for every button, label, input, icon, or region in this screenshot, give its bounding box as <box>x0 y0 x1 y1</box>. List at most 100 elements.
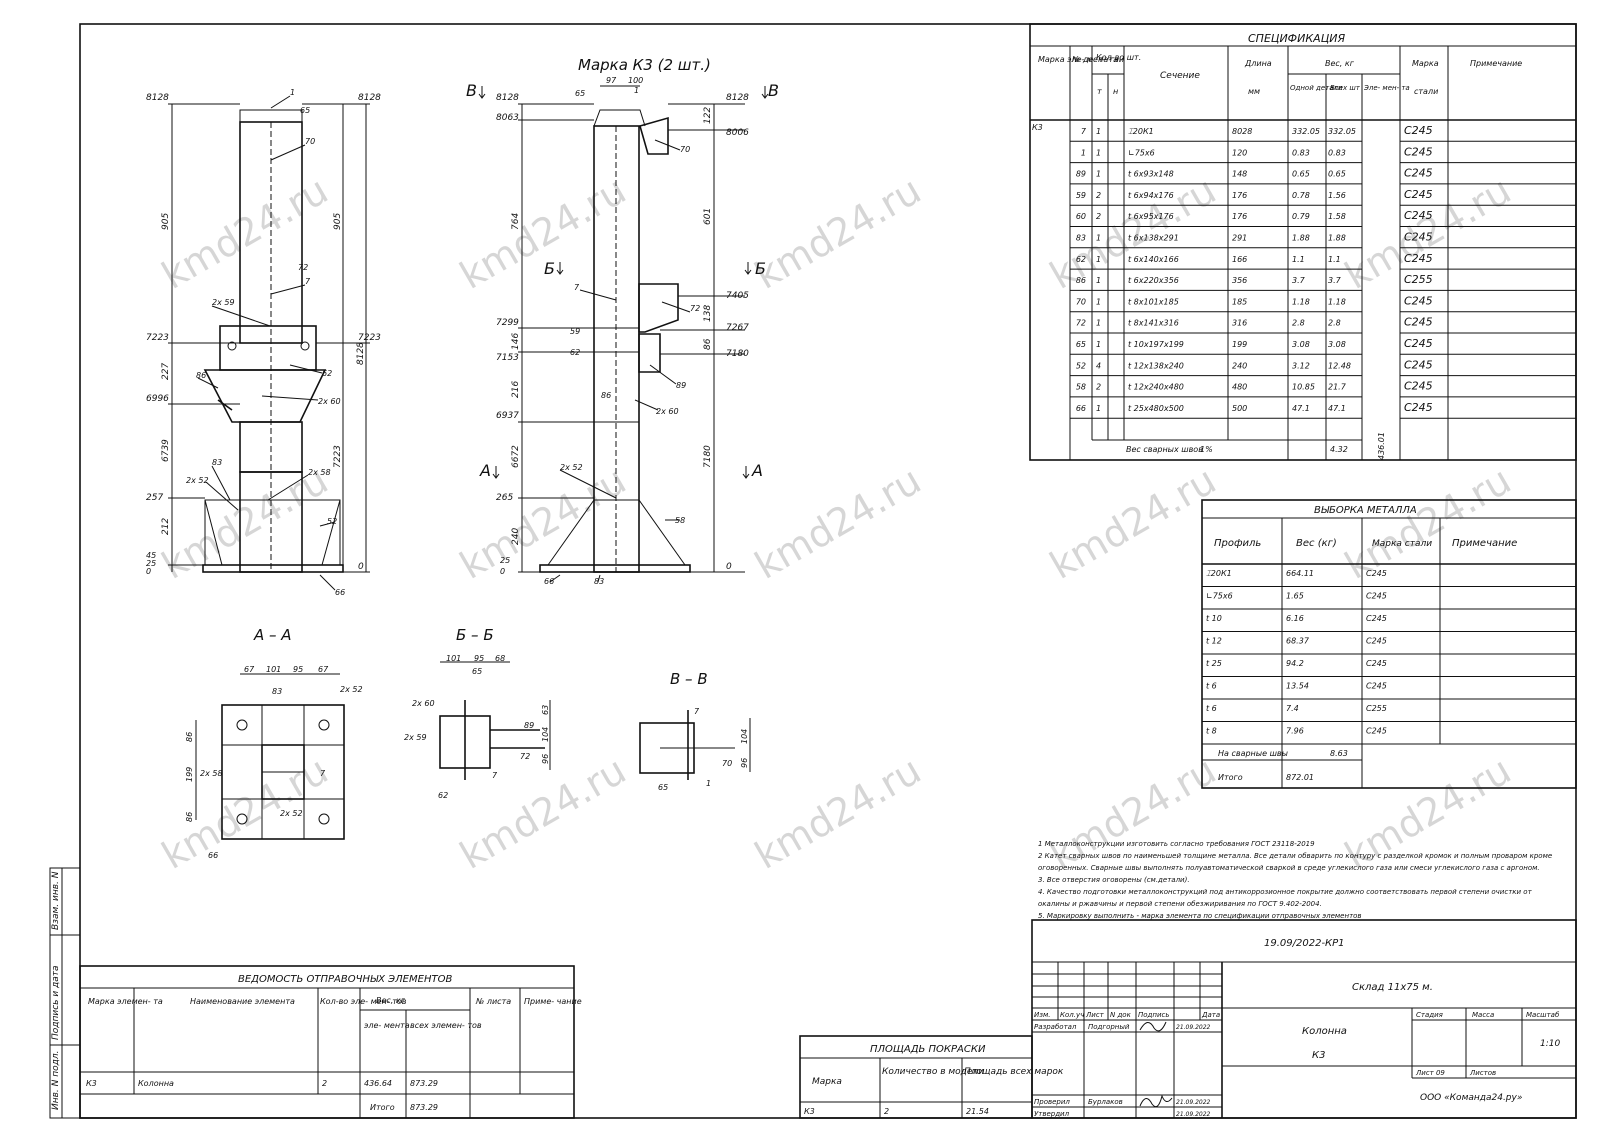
dim-label: 104 <box>740 729 749 744</box>
spec-cell-length: 480 <box>1232 383 1247 392</box>
metal-cell-profile: t 6 <box>1206 704 1217 713</box>
elev-label: 257 <box>146 493 163 503</box>
paint-row-count: 2 <box>884 1107 889 1116</box>
dim-label: 67 <box>244 665 255 674</box>
shipping-total-label: Итого <box>370 1103 395 1112</box>
title-block: 19.09/2022-КР1 Склад 11х75 м. Колонна К3… <box>1031 919 1577 1119</box>
spec-cell-all: 1.58 <box>1328 212 1346 221</box>
part-mark: 66 <box>335 588 345 597</box>
part-mark: 83 <box>212 458 222 467</box>
part-mark: 2x 52 <box>340 685 363 694</box>
title-grid <box>1032 962 1222 1118</box>
tb-col: Лист <box>1085 1011 1105 1019</box>
spec-cell-one: 1.1 <box>1292 255 1305 264</box>
shipping-row-all: 873.29 <box>410 1079 438 1088</box>
specification-table: СПЕЦИФИКАЦИЯ Марка эле- мен- та № де- та… <box>1029 23 1577 461</box>
part-mark: 2x 52 <box>186 476 209 485</box>
part-mark: 52 <box>327 517 337 526</box>
spec-cell-section: t 8x101x185 <box>1128 297 1179 306</box>
spec-header-mark: Марка эле- мен- та <box>1038 55 1118 64</box>
spec-cell-steel: С245 <box>1404 145 1433 158</box>
spec-cell-qty: 1 <box>1096 234 1101 243</box>
spec-weld-label: Вес сварных швов <box>1126 445 1203 454</box>
part-mark: 7 <box>305 277 311 286</box>
metal-cell-steel: С245 <box>1366 659 1387 668</box>
spec-cell-qty: 1 <box>1096 297 1101 306</box>
part-mark: 2x 58 <box>200 769 223 778</box>
spec-cell-steel: С245 <box>1404 294 1433 307</box>
watermark: kmd24.ru <box>748 748 929 878</box>
metal-total-label: Итого <box>1218 773 1243 782</box>
part-mark: 62 <box>570 348 580 357</box>
section-cut-label: Б <box>544 259 555 278</box>
signature-developed <box>1139 1021 1167 1032</box>
spec-cell-qty: 1 <box>1096 170 1101 179</box>
side-stamp: Взам. инв. N Подпись и дата Инв. N подл. <box>49 867 81 1119</box>
spec-header-note: Примечание <box>1470 59 1522 68</box>
spec-cell-length: 240 <box>1232 361 1247 370</box>
spec-header-steel2: стали <box>1414 87 1438 96</box>
spec-cell-no: 86 <box>1076 276 1086 285</box>
spec-cell-all: 2.8 <box>1328 319 1341 328</box>
part-mark-label: К3 <box>1312 1050 1325 1061</box>
elev-label: 0 <box>726 562 732 572</box>
metal-total-value: 872.01 <box>1286 773 1314 782</box>
spec-cell-qty: 1 <box>1096 319 1101 328</box>
elev-label: 8128 <box>726 93 749 103</box>
part-mark: 70 <box>722 759 732 768</box>
elev-label: 7267 <box>726 323 749 333</box>
spec-cell-steel: С245 <box>1404 252 1433 265</box>
part-mark: 65 <box>472 667 482 676</box>
spec-element-total: 436.01 <box>1377 432 1386 460</box>
stamp-original: Инв. N подл. <box>51 1051 61 1110</box>
elev-label: 25 <box>146 559 156 568</box>
metal-cell-weight: 1.65 <box>1286 592 1304 601</box>
project-name: Склад 11х75 м. <box>1352 982 1433 993</box>
spec-cell-steel: С245 <box>1404 124 1433 137</box>
spec-weld-value: 4.32 <box>1330 445 1348 454</box>
spec-cell-one: 0.83 <box>1292 148 1310 157</box>
note-line: 5. Маркировку выполнить - марка элемента… <box>1038 912 1362 920</box>
tb-checked-label: Проверил <box>1034 1098 1070 1106</box>
spec-cell-length: 166 <box>1232 255 1247 264</box>
metal-cell-weight: 94.2 <box>1286 659 1304 668</box>
spec-cell-all: 0.83 <box>1328 148 1346 157</box>
tb-date: 21.09.2022 <box>1176 1099 1211 1106</box>
dim-label: 905 <box>161 213 171 230</box>
spec-cell-section: t 12x138x240 <box>1128 361 1184 370</box>
shipping-total-value: 873.29 <box>410 1103 438 1112</box>
spec-cell-one: 10.85 <box>1292 383 1315 392</box>
spec-cell-section: t 6x94x176 <box>1128 191 1174 200</box>
shipping-title: ВЕДОМОСТЬ ОТПРАВОЧНЫХ ЭЛЕМЕНТОВ <box>238 974 452 985</box>
part-mark: 65 <box>575 89 585 98</box>
spec-cell-steel: С245 <box>1404 316 1433 329</box>
tb-mass-label: Масса <box>1472 1011 1494 1019</box>
part-mark: 62 <box>322 369 332 378</box>
tb-col: Кол.уч <box>1060 1011 1084 1019</box>
metal-cell-profile: t 8 <box>1206 727 1217 736</box>
part-mark: 7 <box>694 707 700 716</box>
metal-header-profile: Профиль <box>1214 538 1261 549</box>
metal-header-weight: Вес (кг) <box>1296 538 1337 549</box>
spec-header-t: т <box>1097 87 1102 96</box>
spec-cell-all: 1.88 <box>1328 234 1346 243</box>
metal-header-steel: Марка стали <box>1372 539 1432 549</box>
elev-label: 6937 <box>496 411 519 421</box>
drawing-title: Марка К3 (2 шт.) <box>578 56 711 74</box>
spec-cell-one: 3.7 <box>1292 276 1306 285</box>
spec-cell-length: 291 <box>1232 234 1247 243</box>
dim-label: 63 <box>541 705 550 715</box>
dim-label: 905 <box>333 213 343 230</box>
tb-sheet-label: Лист 09 <box>1415 1069 1445 1077</box>
spec-cell-section: t 12x240x480 <box>1128 383 1184 392</box>
elev-label: 6996 <box>146 394 169 404</box>
dim-label: 95 <box>293 665 303 674</box>
spec-cell-length: 148 <box>1232 170 1247 179</box>
spec-cell-qty: 4 <box>1096 361 1101 370</box>
spec-cell-length: 8028 <box>1232 127 1252 136</box>
section-cut-label: В <box>466 81 477 100</box>
metal-cell-steel: С245 <box>1366 614 1387 623</box>
part-mark: 86 <box>601 391 611 400</box>
spec-cell-section: t 8x141x316 <box>1128 319 1179 328</box>
